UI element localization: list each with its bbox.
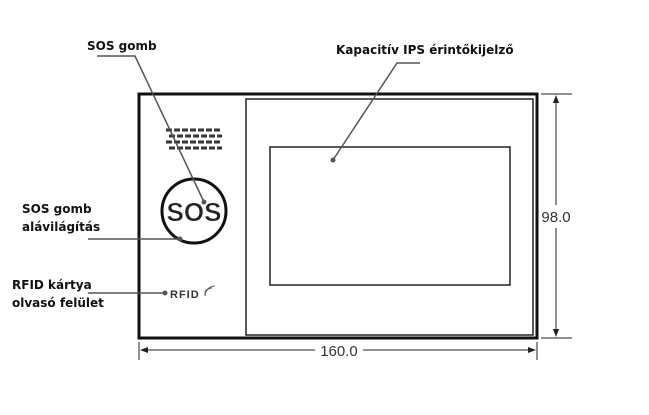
label-rfid-2: olvasó felület bbox=[12, 296, 104, 310]
label-sos-backlight-1: SOS gomb bbox=[22, 202, 92, 216]
width-dimension bbox=[138, 342, 538, 360]
height-dimension bbox=[541, 93, 572, 339]
sos-button-text: SOS bbox=[167, 197, 222, 227]
leader-dot bbox=[177, 236, 183, 242]
height-value: 98.0 bbox=[541, 209, 570, 226]
rfid-wave-icon bbox=[204, 285, 216, 297]
leader-dot bbox=[162, 290, 168, 296]
leader-dot bbox=[330, 157, 336, 163]
touchscreen bbox=[269, 146, 511, 286]
label-sos-backlight-2: alávilágítás bbox=[22, 220, 100, 234]
sos-button: SOS bbox=[160, 177, 228, 245]
leader-sos-button bbox=[97, 55, 205, 203]
label-screen: Kapacitív IPS érintőkijelző bbox=[336, 43, 514, 57]
label-rfid-1: RFID kártya bbox=[12, 278, 92, 292]
rfid-logo-text: RFID bbox=[170, 289, 200, 301]
label-sos-button: SOS gomb bbox=[87, 39, 157, 53]
width-value: 160.0 bbox=[320, 343, 358, 360]
leader-dot bbox=[201, 199, 207, 205]
leader-screen bbox=[332, 62, 420, 161]
